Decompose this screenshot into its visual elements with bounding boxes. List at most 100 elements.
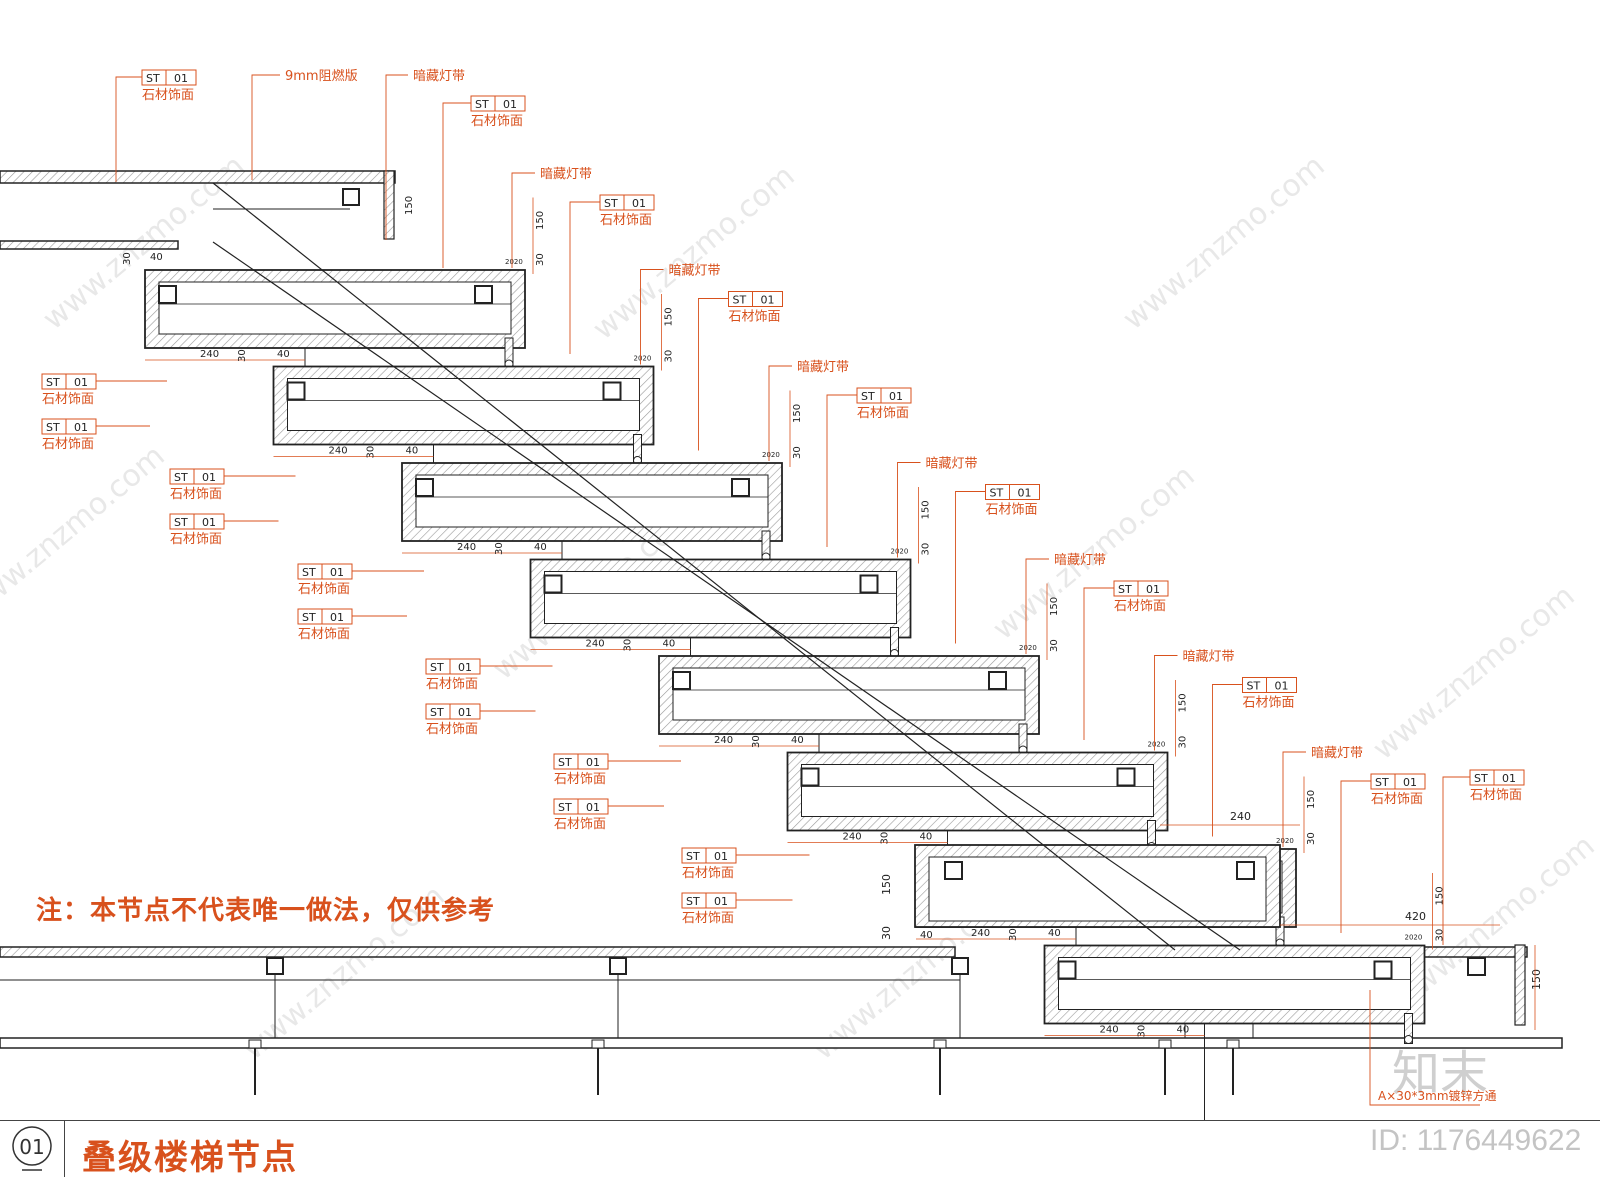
detail-number: 01 <box>19 1135 44 1159</box>
tag-number: 01 <box>632 197 646 210</box>
landing-riser-face <box>1514 944 1526 1026</box>
tag-code: ST <box>430 661 444 674</box>
dimension-riser: 150 <box>1530 969 1543 990</box>
anchor-plate <box>933 1039 947 1049</box>
tag-code: ST <box>146 72 160 85</box>
tag-box <box>1113 580 1169 597</box>
dimension-nosing: 30 <box>1008 928 1019 941</box>
dimension-offset: 40 <box>150 252 163 263</box>
steel-tube <box>1467 957 1486 976</box>
anchor-plate <box>1158 1039 1172 1049</box>
dimension-riser: 150 <box>1049 597 1060 616</box>
dimension-nosing: 30 <box>1435 929 1446 942</box>
step-core <box>544 571 897 624</box>
tag-box <box>425 658 481 675</box>
steel-tube <box>944 861 963 880</box>
light-strip-label: 暗藏灯带 <box>640 264 721 365</box>
tag-box <box>599 194 655 211</box>
tag-label: 石材饰面 <box>170 532 222 547</box>
structural-floor <box>0 1037 1563 1049</box>
light-strip-label-text: 暗藏灯带 <box>926 457 978 472</box>
tag-box <box>1370 773 1426 790</box>
light-strip-label-leader <box>511 172 535 268</box>
tag-label: 石材饰面 <box>1470 788 1522 803</box>
tag-code: ST <box>861 390 875 403</box>
tag-leader <box>115 76 142 182</box>
dimension-gap: 2020 <box>634 355 652 363</box>
drawing-title: 叠级楼梯节点 <box>82 1138 298 1178</box>
dimension-landing: 420 <box>1405 910 1426 923</box>
dimension-gap: 2020 <box>1405 934 1423 942</box>
dimension-gap: 2020 <box>1148 741 1166 749</box>
steel-tube <box>731 478 750 497</box>
dimension-nosing: 30 <box>1049 639 1060 652</box>
tag-code: ST <box>686 850 700 863</box>
tag-number: 01 <box>586 801 600 814</box>
dimension-riser: 150 <box>404 196 415 215</box>
tag-label: 石材饰面 <box>42 392 94 407</box>
tag-label: 石材饰面 <box>426 677 478 692</box>
tag-label: 石材饰面 <box>471 114 523 129</box>
tag-code: ST <box>174 471 188 484</box>
dimension-nosing: 30 <box>792 446 803 459</box>
dimension-nosing: 30 <box>880 926 893 940</box>
light-strip-label-leader <box>385 74 408 240</box>
tag-box <box>1469 769 1525 786</box>
tag-code: ST <box>1247 680 1261 693</box>
dimension-nosing: 30 <box>122 252 133 265</box>
dimension-tread: 240 <box>971 928 990 939</box>
dimension-tread: 240 <box>200 349 219 360</box>
tag-box <box>169 513 225 530</box>
floor-joist-tube <box>951 957 969 975</box>
step-core <box>801 764 1154 817</box>
dimension-nosing: 30 <box>494 542 505 555</box>
tag-number: 01 <box>714 895 728 908</box>
tag-label: 石材饰面 <box>682 866 734 881</box>
dimension-nosing: 30 <box>1306 832 1317 845</box>
tag-leader <box>955 491 986 644</box>
dimension-nosing: 30 <box>623 639 634 652</box>
dimension-gap: 2020 <box>762 451 780 459</box>
tag-code: ST <box>475 98 489 111</box>
tag-box <box>41 373 97 390</box>
light-strip-label-text: 暗藏灯带 <box>1183 650 1235 665</box>
dimension-gap: 2020 <box>505 258 523 266</box>
tag-leader <box>1340 780 1371 933</box>
steel-tube <box>415 478 434 497</box>
light-strip-label: 暗藏灯带 <box>1282 746 1363 847</box>
tag-box <box>169 468 225 485</box>
bottom-note-text: A×30*3mm镀锌方通 <box>1378 1088 1497 1103</box>
stair-step <box>144 269 526 445</box>
dimension-nosing: 30 <box>535 253 546 266</box>
dimension-riser: 150 <box>1435 886 1446 905</box>
tag-number: 01 <box>202 471 216 484</box>
tag-leader <box>1212 684 1243 837</box>
tag-box <box>985 484 1040 500</box>
tag-code: ST <box>733 294 747 307</box>
tag-label: 石材饰面 <box>600 213 652 228</box>
stringer-top <box>212 182 1176 951</box>
steel-tube <box>800 767 820 787</box>
stringer-bottom <box>212 241 1241 951</box>
tag-number: 01 <box>1502 772 1516 785</box>
tag-label: 石材饰面 <box>170 487 222 502</box>
tag-box <box>553 798 609 815</box>
tag-leader <box>569 201 600 354</box>
dimension-riser: 150 <box>880 874 893 895</box>
light-strip-label-text: 暗藏灯带 <box>1311 746 1363 761</box>
led-strip <box>1404 1035 1413 1044</box>
board-label-text: 9mm阻燃版 <box>285 68 358 84</box>
dimension-riser: 150 <box>792 404 803 423</box>
title-divider <box>0 1120 1600 1121</box>
tag-box <box>470 95 526 112</box>
dimension-nosing: 30 <box>1178 736 1189 749</box>
step-core <box>287 378 640 431</box>
dimension-nosing: 30 <box>664 350 675 363</box>
dimension-offset: 40 <box>406 446 419 457</box>
dimension-gap: 2020 <box>1276 837 1294 845</box>
